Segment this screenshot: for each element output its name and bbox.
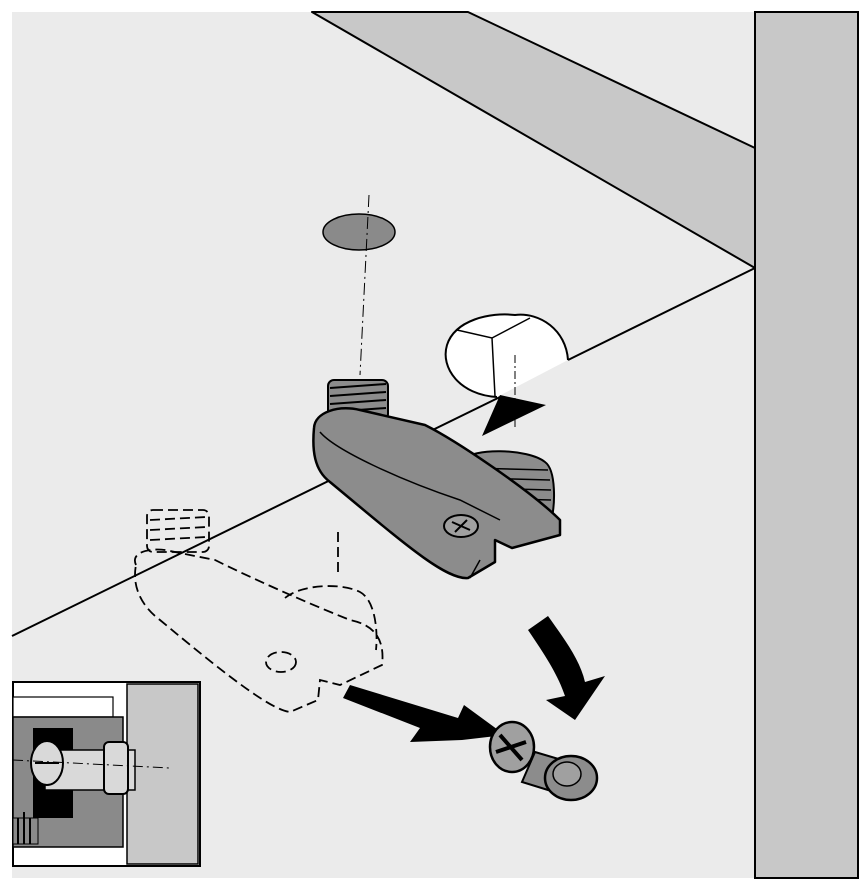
- arrow-icon: [482, 395, 546, 436]
- bracket-screw: [443, 514, 479, 538]
- phantom-bracket: [134, 509, 384, 713]
- edge-recess: [444, 313, 569, 430]
- center-line: [359, 194, 370, 376]
- arrow-icon: [528, 616, 605, 720]
- cam-lock-icon: [12, 812, 39, 845]
- right-board: [754, 11, 859, 879]
- inset-detail: [12, 681, 201, 867]
- arrow-icon: [343, 685, 505, 742]
- connector-bolt-icon: [488, 720, 599, 802]
- drill-hole-icon: [322, 213, 396, 251]
- bracket-arm: [312, 407, 562, 580]
- cam-bracket-icon: [312, 379, 562, 580]
